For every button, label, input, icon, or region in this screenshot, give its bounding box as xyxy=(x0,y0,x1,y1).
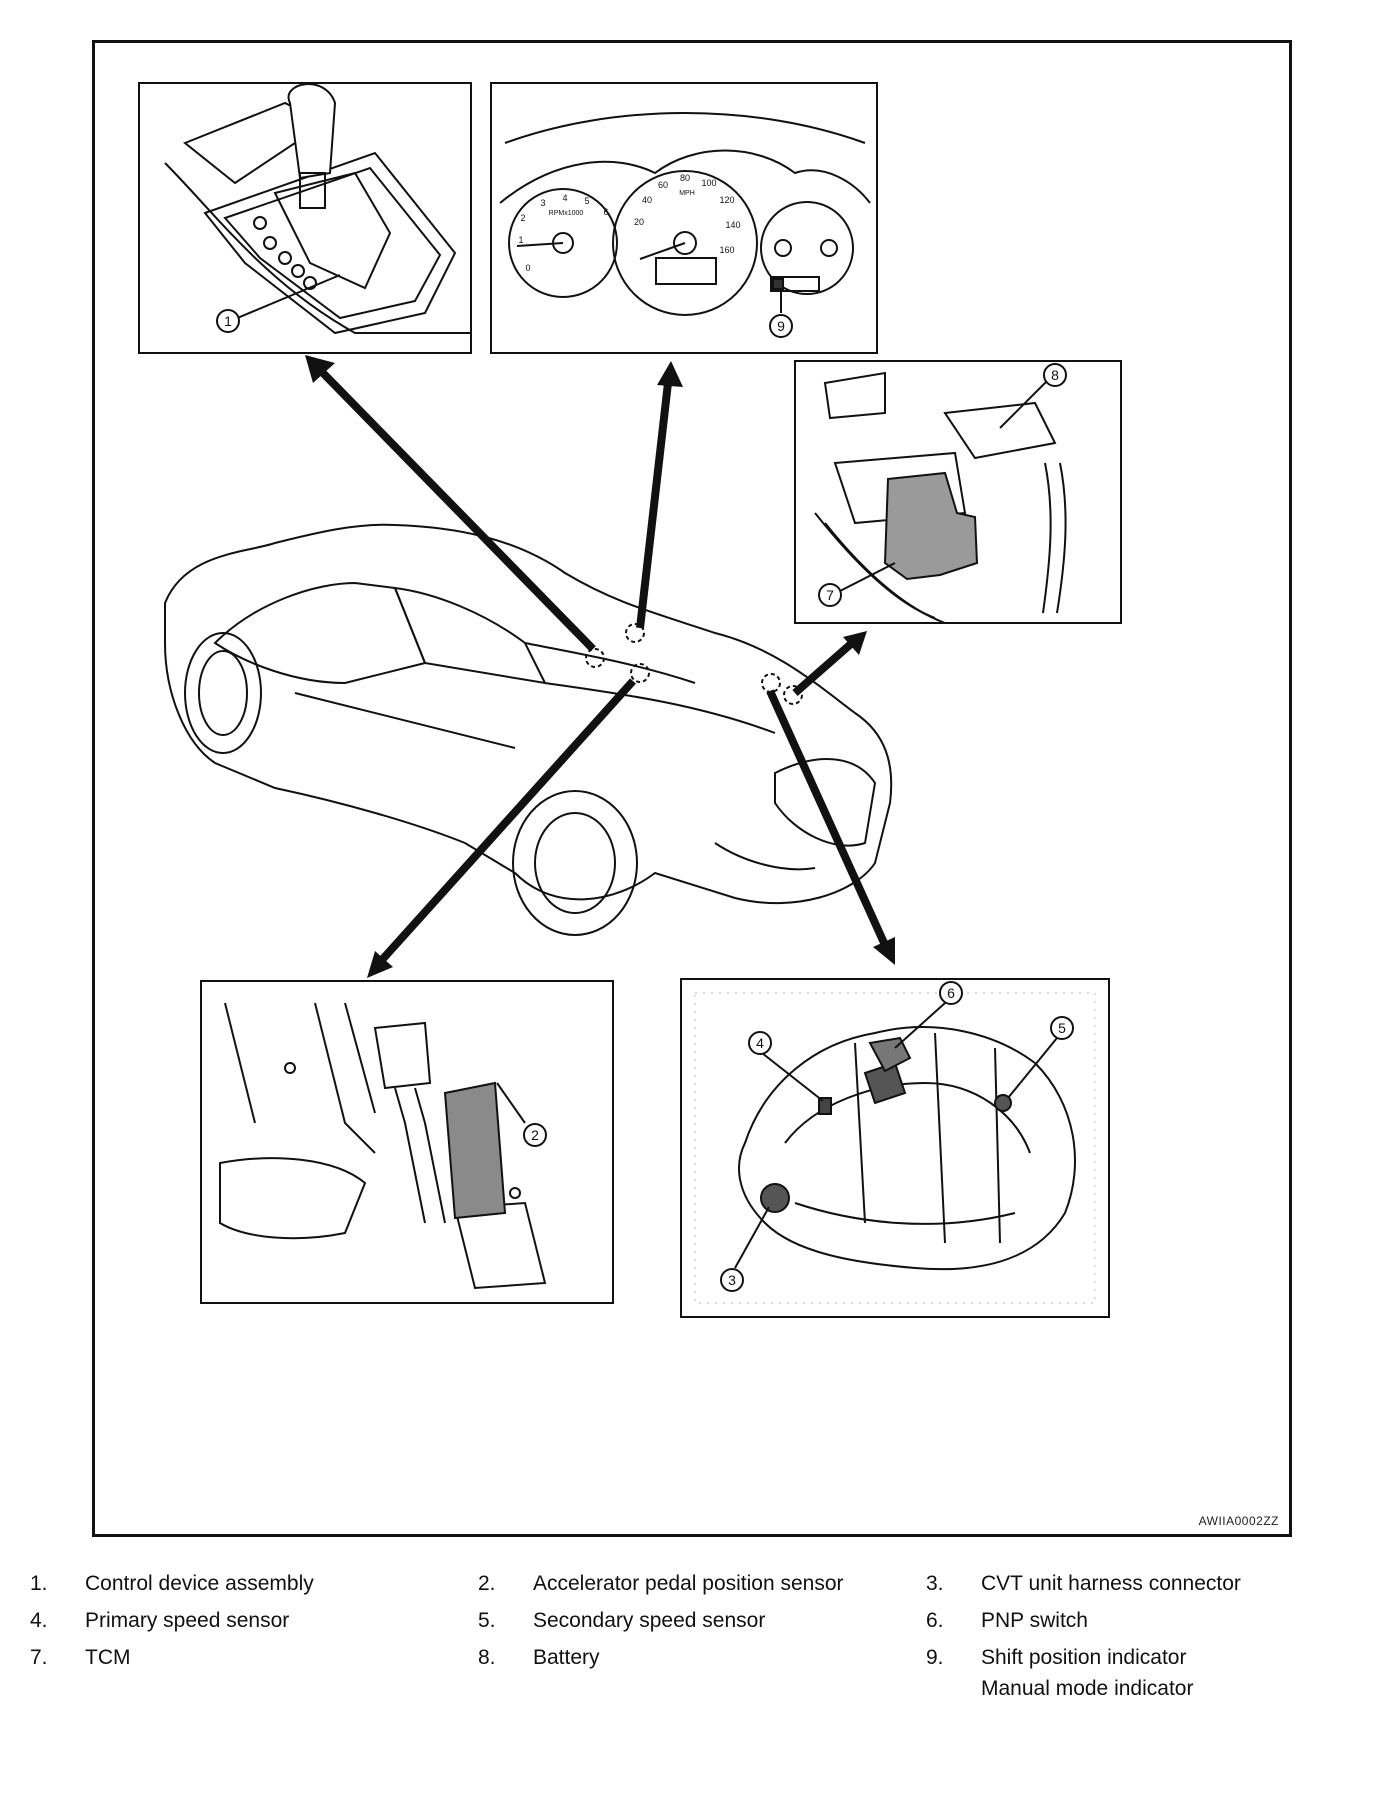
vehicle-illustration xyxy=(164,523,893,936)
callout-4 xyxy=(748,1031,772,1055)
callout-2-label: 2 xyxy=(531,1127,539,1143)
legend-label: Shift position indicator xyxy=(981,1646,1187,1669)
figure-code: AWIIA0002ZZ xyxy=(1198,1514,1279,1528)
callout-8-label: 8 xyxy=(1051,367,1059,383)
speed-num: 80 xyxy=(680,173,690,183)
legend-label: Secondary speed sensor xyxy=(533,1609,766,1632)
legend-label: Accelerator pedal position sensor xyxy=(533,1572,844,1595)
legend-label: PNP switch xyxy=(981,1609,1088,1632)
legend-number: 8. xyxy=(478,1646,496,1669)
legend-number: 1. xyxy=(30,1572,48,1595)
legend-label: Battery xyxy=(533,1646,600,1669)
legend-number: 2. xyxy=(478,1572,496,1595)
callout-5-label: 5 xyxy=(1058,1020,1066,1036)
tach-num: 4 xyxy=(562,193,567,203)
legend-label: Control device assembly xyxy=(85,1572,314,1595)
tach-num: 1 xyxy=(518,235,523,245)
speed-num: 140 xyxy=(725,220,740,230)
speed-num: 120 xyxy=(719,195,734,205)
app-sensor-shape xyxy=(443,1081,507,1220)
tach-num: 2 xyxy=(520,213,525,223)
speed-num: 160 xyxy=(719,245,734,255)
callout-9-label: 9 xyxy=(777,318,785,334)
shift-indicator-icon xyxy=(772,278,784,290)
legend-number: 5. xyxy=(478,1609,496,1632)
callout-1-label: 1 xyxy=(224,313,232,329)
callout-1 xyxy=(216,309,240,333)
panel-control-device xyxy=(138,82,472,354)
callout-3 xyxy=(720,1268,744,1292)
legend-number: 6. xyxy=(926,1609,944,1632)
tach-num: 0 xyxy=(525,263,530,273)
callout-4-label: 4 xyxy=(756,1035,764,1051)
legend-label: CVT unit harness connector xyxy=(981,1572,1241,1595)
tach-num: 5 xyxy=(584,196,589,206)
tach-num: 3 xyxy=(540,198,545,208)
speed-unit: MPH xyxy=(679,190,695,197)
tach-unit: RPMx1000 xyxy=(549,210,584,217)
callout-6-label: 6 xyxy=(947,985,955,1001)
diagram-frame: 1 2 3 4 5 6 7 8 9 3 4 5 6 2 1 0 RPMx1000… xyxy=(92,40,1292,1537)
callout-6 xyxy=(939,981,963,1005)
legend-label: Primary speed sensor xyxy=(85,1609,290,1632)
panel-accelerator-pedal xyxy=(200,980,614,1304)
legend-number: 4. xyxy=(30,1609,48,1632)
speed-num: 20 xyxy=(634,217,644,227)
callout-5 xyxy=(1050,1016,1074,1040)
callout-7-label: 7 xyxy=(826,587,834,603)
speed-num: 40 xyxy=(642,195,652,205)
component-location-diagram: 1 2 3 4 5 6 7 8 9 3 4 5 6 2 1 0 RPMx1000… xyxy=(138,82,1122,1318)
pointer-arrows xyxy=(320,370,889,964)
panel-engine-bay xyxy=(794,360,1122,624)
callout-3-label: 3 xyxy=(728,1272,736,1288)
callout-9 xyxy=(769,314,793,338)
legend-number: 9. xyxy=(926,1646,944,1669)
panel-cvt-unit xyxy=(680,978,1110,1318)
legend-number: 7. xyxy=(30,1646,48,1669)
tach-num: 6 xyxy=(603,207,608,217)
callout-8 xyxy=(1043,363,1067,387)
legend-label: TCM xyxy=(85,1646,131,1669)
tcm-shape xyxy=(883,471,979,581)
panel-instrument-cluster xyxy=(490,82,878,354)
callout-7 xyxy=(818,583,842,607)
speed-num: 60 xyxy=(658,180,668,190)
speed-num: 100 xyxy=(701,178,716,188)
speedometer xyxy=(612,170,758,316)
legend-label: Manual mode indicator xyxy=(981,1677,1194,1700)
tachometer xyxy=(508,188,618,298)
callout-2 xyxy=(523,1123,547,1147)
gauge-lettering: 3 4 5 6 2 1 0 RPMx1000 60 80 100 40 120 … xyxy=(518,173,740,273)
legend-number: 3. xyxy=(926,1572,944,1595)
